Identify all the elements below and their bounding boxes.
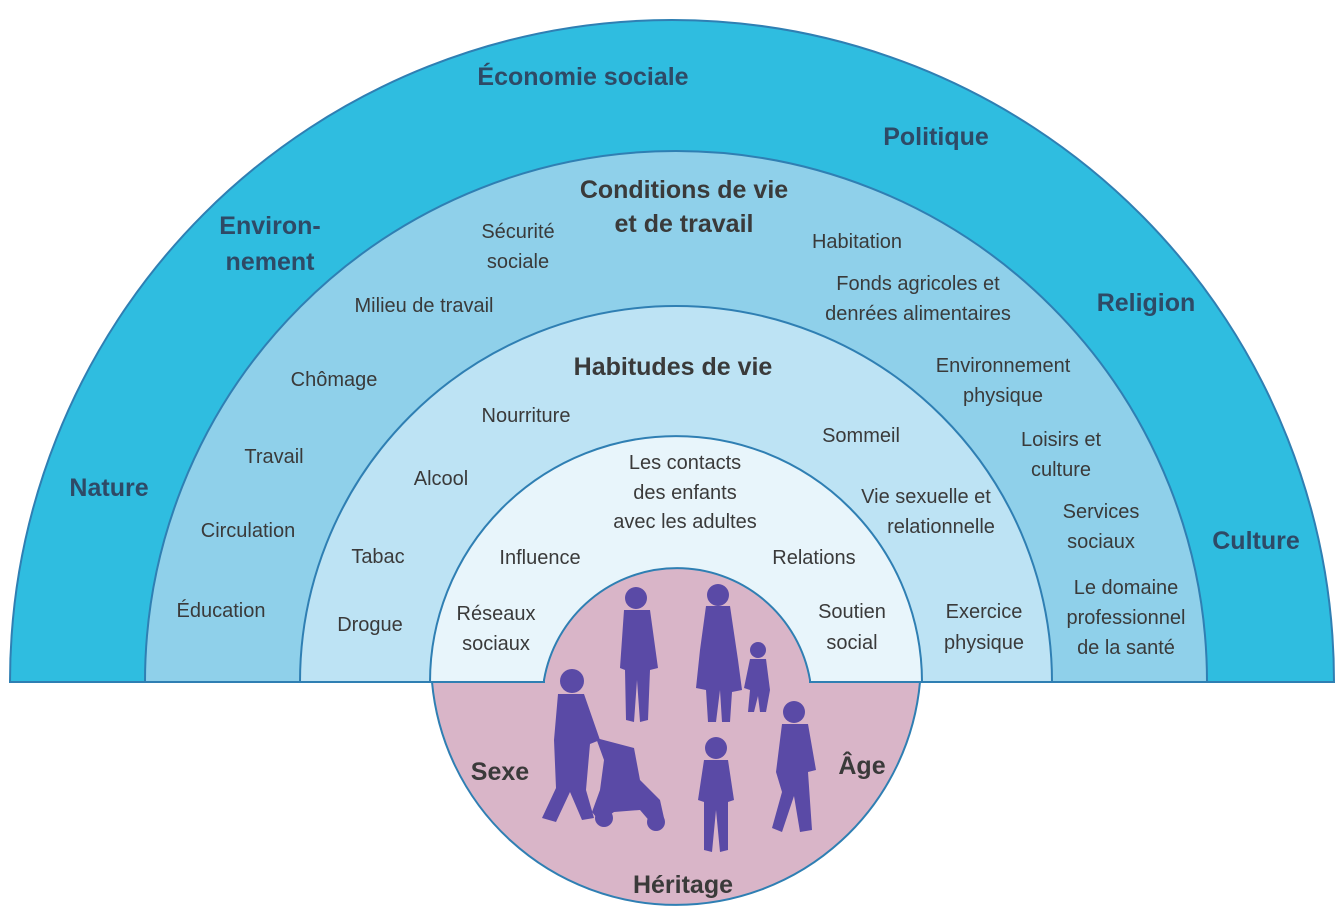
label-sex: Sexe [471, 758, 529, 786]
label-sleep: Sommeil [822, 425, 900, 447]
label-alcohol: Alcool [414, 468, 468, 490]
label-unemployment: Chômage [291, 369, 378, 391]
label-sex-life-line1: Vie sexuelle et [861, 486, 991, 508]
label-contacts-line1: Les contacts [629, 452, 741, 474]
label-relations: Relations [772, 547, 855, 569]
label-contacts-line2: des enfants [633, 482, 736, 504]
label-exercise-line2: physique [944, 632, 1024, 654]
label-food-supply-line2: denrées alimentaires [825, 303, 1011, 325]
woman-silhouette-icon [696, 584, 742, 722]
toddler-silhouette-icon [744, 642, 770, 712]
label-health-sector-line1: Le domaine [1074, 577, 1179, 599]
label-tobacco: Tabac [351, 546, 404, 568]
label-health-sector-line2: professionnel [1067, 607, 1186, 629]
label-leisure-line1: Loisirs et [1021, 429, 1101, 451]
label-religion: Religion [1097, 289, 1196, 317]
label-food: Nourriture [482, 405, 571, 427]
label-social-services-line1: Services [1063, 501, 1140, 523]
label-nature: Nature [69, 474, 148, 502]
label-workplace: Milieu de travail [355, 295, 494, 317]
label-social-networks-line1: Réseaux [457, 603, 536, 625]
label-influence: Influence [499, 547, 580, 569]
label-social-support-line2: social [826, 632, 877, 654]
label-environment-line1: Environ- [219, 212, 320, 240]
label-physical-environment-line2: physique [963, 385, 1043, 407]
label-politics: Politique [883, 123, 989, 151]
label-social-economy: Économie sociale [477, 62, 688, 91]
label-housing: Habitation [812, 231, 902, 253]
label-living-conditions-line2: et de travail [615, 210, 754, 238]
label-social-support-line1: Soutien [818, 601, 886, 623]
man-with-stroller-icon [542, 669, 665, 831]
label-physical-environment-line1: Environnement [936, 355, 1071, 377]
label-work: Travail [244, 446, 303, 468]
label-social-security-line2: sociale [487, 251, 549, 273]
label-sex-life-line2: relationnelle [887, 516, 995, 538]
label-living-conditions-line1: Conditions de vie [580, 176, 788, 204]
label-contacts-line3: avec les adultes [613, 511, 756, 533]
label-traffic: Circulation [201, 520, 295, 542]
man-silhouette-icon [620, 587, 658, 722]
label-social-security-line1: Sécurité [481, 221, 554, 243]
label-social-networks-line2: sociaux [462, 633, 530, 655]
label-food-supply-line1: Fonds agricoles et [836, 273, 1000, 295]
ring-social-network [428, 435, 924, 683]
label-culture: Culture [1212, 527, 1300, 555]
label-leisure-line2: culture [1031, 459, 1091, 481]
label-social-services-line2: sociaux [1067, 531, 1135, 553]
label-exercise-line1: Exercice [946, 601, 1023, 623]
family-silhouettes-group [542, 584, 816, 852]
label-education: Éducation [177, 599, 266, 622]
label-environment-line2: nement [226, 248, 316, 276]
label-health-sector-line3: de la santé [1077, 637, 1175, 659]
girl-silhouette-icon [698, 737, 734, 852]
label-lifestyle-title: Habitudes de vie [574, 353, 773, 381]
label-drugs: Drogue [337, 614, 403, 636]
label-age: Âge [838, 750, 885, 780]
boy-silhouette-icon [772, 701, 816, 832]
label-heritage: Héritage [633, 871, 733, 899]
